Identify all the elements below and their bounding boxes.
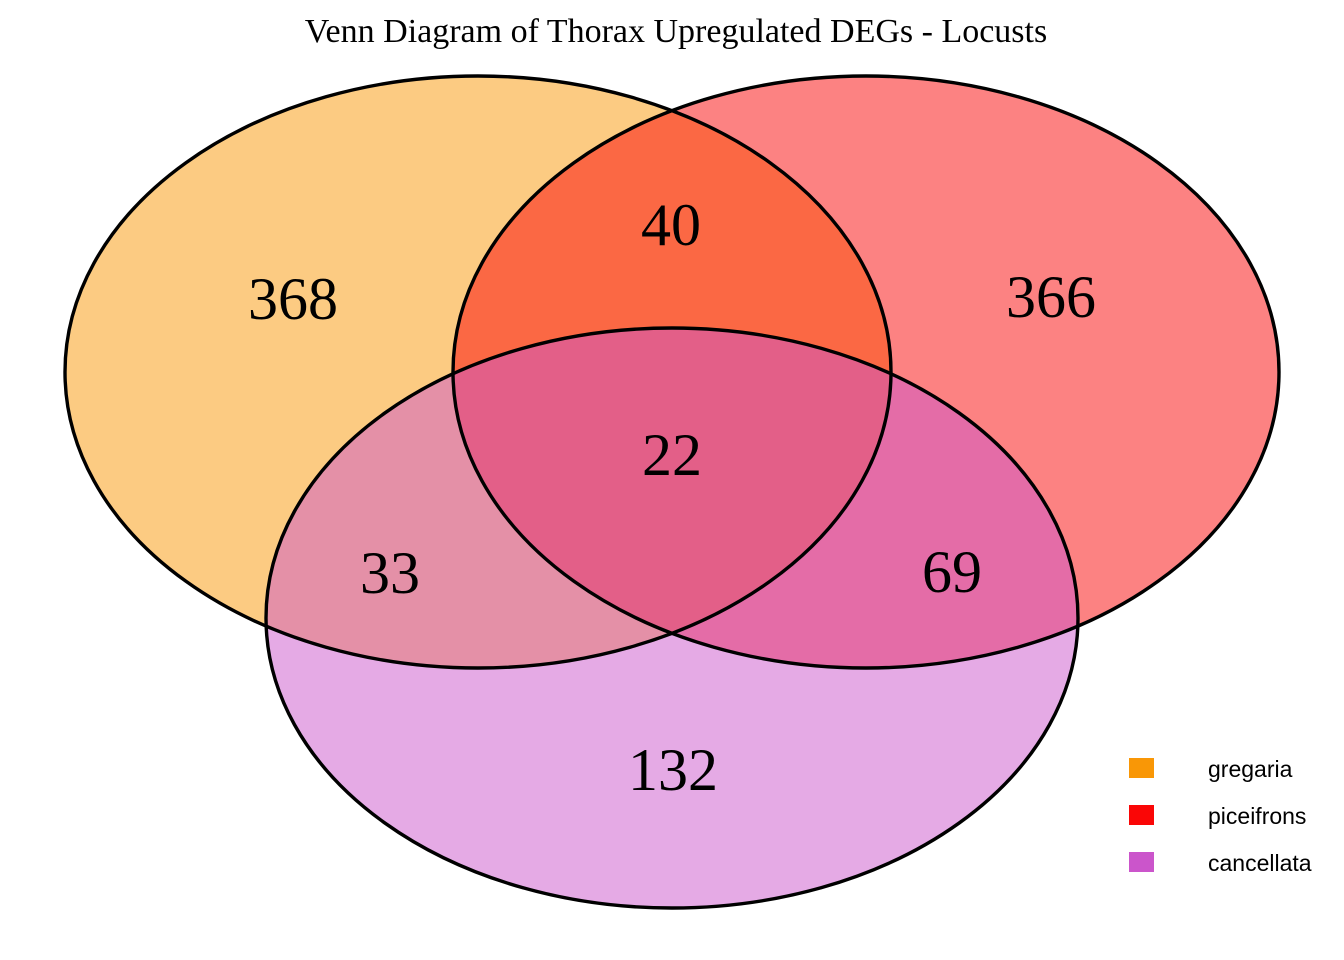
legend-row-cancellata: cancellata [1129,850,1312,876]
legend-label-cancellata: cancellata [1208,850,1312,876]
cancellata-set-fill [266,328,1078,908]
count-piceifrons-cancellata: 69 [922,539,982,605]
count-gregaria-piceifrons: 40 [641,192,701,258]
count-piceifrons-only: 366 [1006,264,1096,330]
legend-row-piceifrons: piceifrons [1129,803,1306,829]
count-all-three: 22 [642,422,702,488]
venn-outlines [63,74,1281,910]
count-gregaria-cancellata: 33 [360,540,420,606]
legend-label-gregaria: gregaria [1208,756,1293,782]
chart-title: Venn Diagram of Thorax Upregulated DEGs … [305,13,1047,50]
cancellata-set-outline [264,326,1080,910]
legend-swatch-gregaria [1129,758,1154,778]
legend-label-piceifrons: piceifrons [1208,803,1306,829]
legend-swatch-cancellata [1129,852,1154,872]
venn-fills [65,76,1279,908]
legend-row-gregaria: gregaria [1129,756,1293,782]
legend-swatch-piceifrons [1129,805,1154,825]
count-gregaria-only: 368 [248,266,338,332]
count-cancellata-only: 132 [628,737,718,803]
region-count-labels: 368 366 40 22 33 69 132 [248,192,1096,803]
legend: gregaria piceifrons cancellata [1129,756,1312,876]
